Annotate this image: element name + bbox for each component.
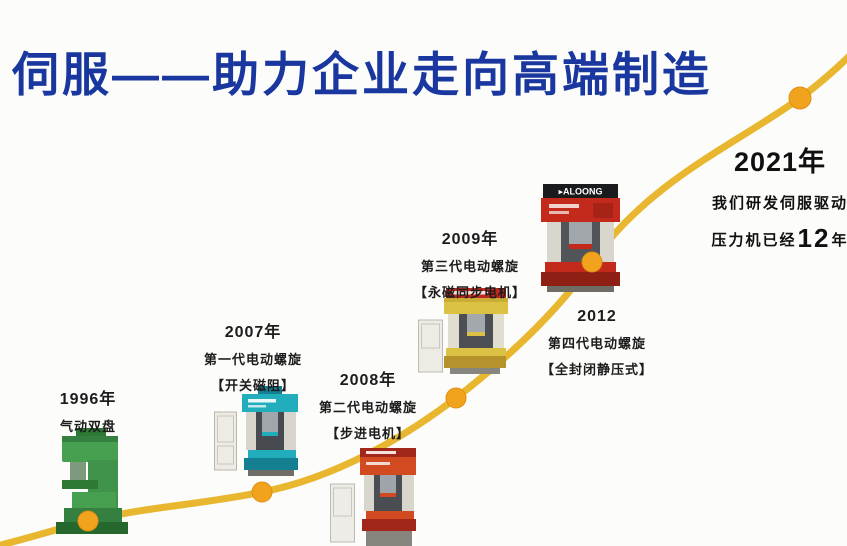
- milestone-2009: 2009年 第三代电动螺旋 【永磁同步电机】: [400, 225, 540, 301]
- milestone-1996-name: 气动双盘: [59, 419, 116, 434]
- summary-line2-prefix: 压力机已经: [711, 232, 797, 249]
- summary-years-count: 12: [797, 223, 831, 253]
- milestone-2008-year: 2008年: [339, 372, 397, 389]
- machine-2009-illustration: [418, 288, 508, 376]
- summary-year: 2021年: [733, 147, 827, 177]
- milestone-2007: 2007年 第一代电动螺旋 【开关磁阻】: [193, 318, 313, 394]
- milestone-2007-name: 第一代电动螺旋: [203, 352, 302, 367]
- milestone-1996-year: 1996年: [59, 391, 117, 408]
- milestone-1996: 1996年 气动双盘: [28, 385, 148, 435]
- milestone-2012-name: 第四代电动螺旋: [547, 336, 646, 351]
- milestone-2007-year: 2007年: [224, 324, 282, 341]
- milestone-2009-detail: 【永磁同步电机】: [413, 285, 526, 300]
- press-2012-icon: ▸ALOONG: [541, 184, 620, 292]
- machine-2007-illustration: [214, 386, 302, 478]
- press-2008-icon: [330, 448, 416, 546]
- milestone-2008-name: 第二代电动螺旋: [318, 400, 417, 415]
- milestone-dot-2008: [445, 387, 467, 409]
- machine-2012-illustration: ▸ALOONG: [533, 182, 628, 292]
- machine-2008-illustration: [330, 448, 416, 546]
- press-1996-icon: [56, 428, 128, 534]
- milestone-2007-detail: 【开关磁阻】: [210, 378, 295, 393]
- page-title: 伺服——助力企业走向高端制造: [12, 48, 712, 101]
- milestone-dot-2007: [251, 481, 273, 503]
- milestone-2008: 2008年 第二代电动螺旋 【步进电机】: [308, 366, 428, 442]
- milestone-2012: 2012 第四代电动螺旋 【全封闭静压式】: [527, 308, 667, 378]
- press-2009-icon: [418, 288, 508, 374]
- summary-line1: 我们研发伺服驱动: [711, 195, 847, 212]
- press-2007-icon: [214, 386, 298, 476]
- milestone-2009-name: 第三代电动螺旋: [420, 259, 519, 274]
- milestone-2012-year: 2012: [577, 308, 617, 325]
- summary-line2: 压力机已经12年: [712, 223, 847, 254]
- milestone-2008-detail: 【步进电机】: [325, 426, 410, 441]
- milestone-dot-2021: [788, 86, 812, 110]
- milestone-2012-detail: 【全封闭静压式】: [540, 362, 653, 377]
- summary-line2-suffix: 年: [831, 232, 847, 249]
- press-2012-brand-label: ▸ALOONG: [558, 187, 602, 197]
- summary-2021: 2021年 我们研发伺服驱动 压力机已经12年: [710, 140, 847, 254]
- milestone-2009-year: 2009年: [441, 231, 499, 248]
- machine-1996-illustration: [50, 428, 132, 536]
